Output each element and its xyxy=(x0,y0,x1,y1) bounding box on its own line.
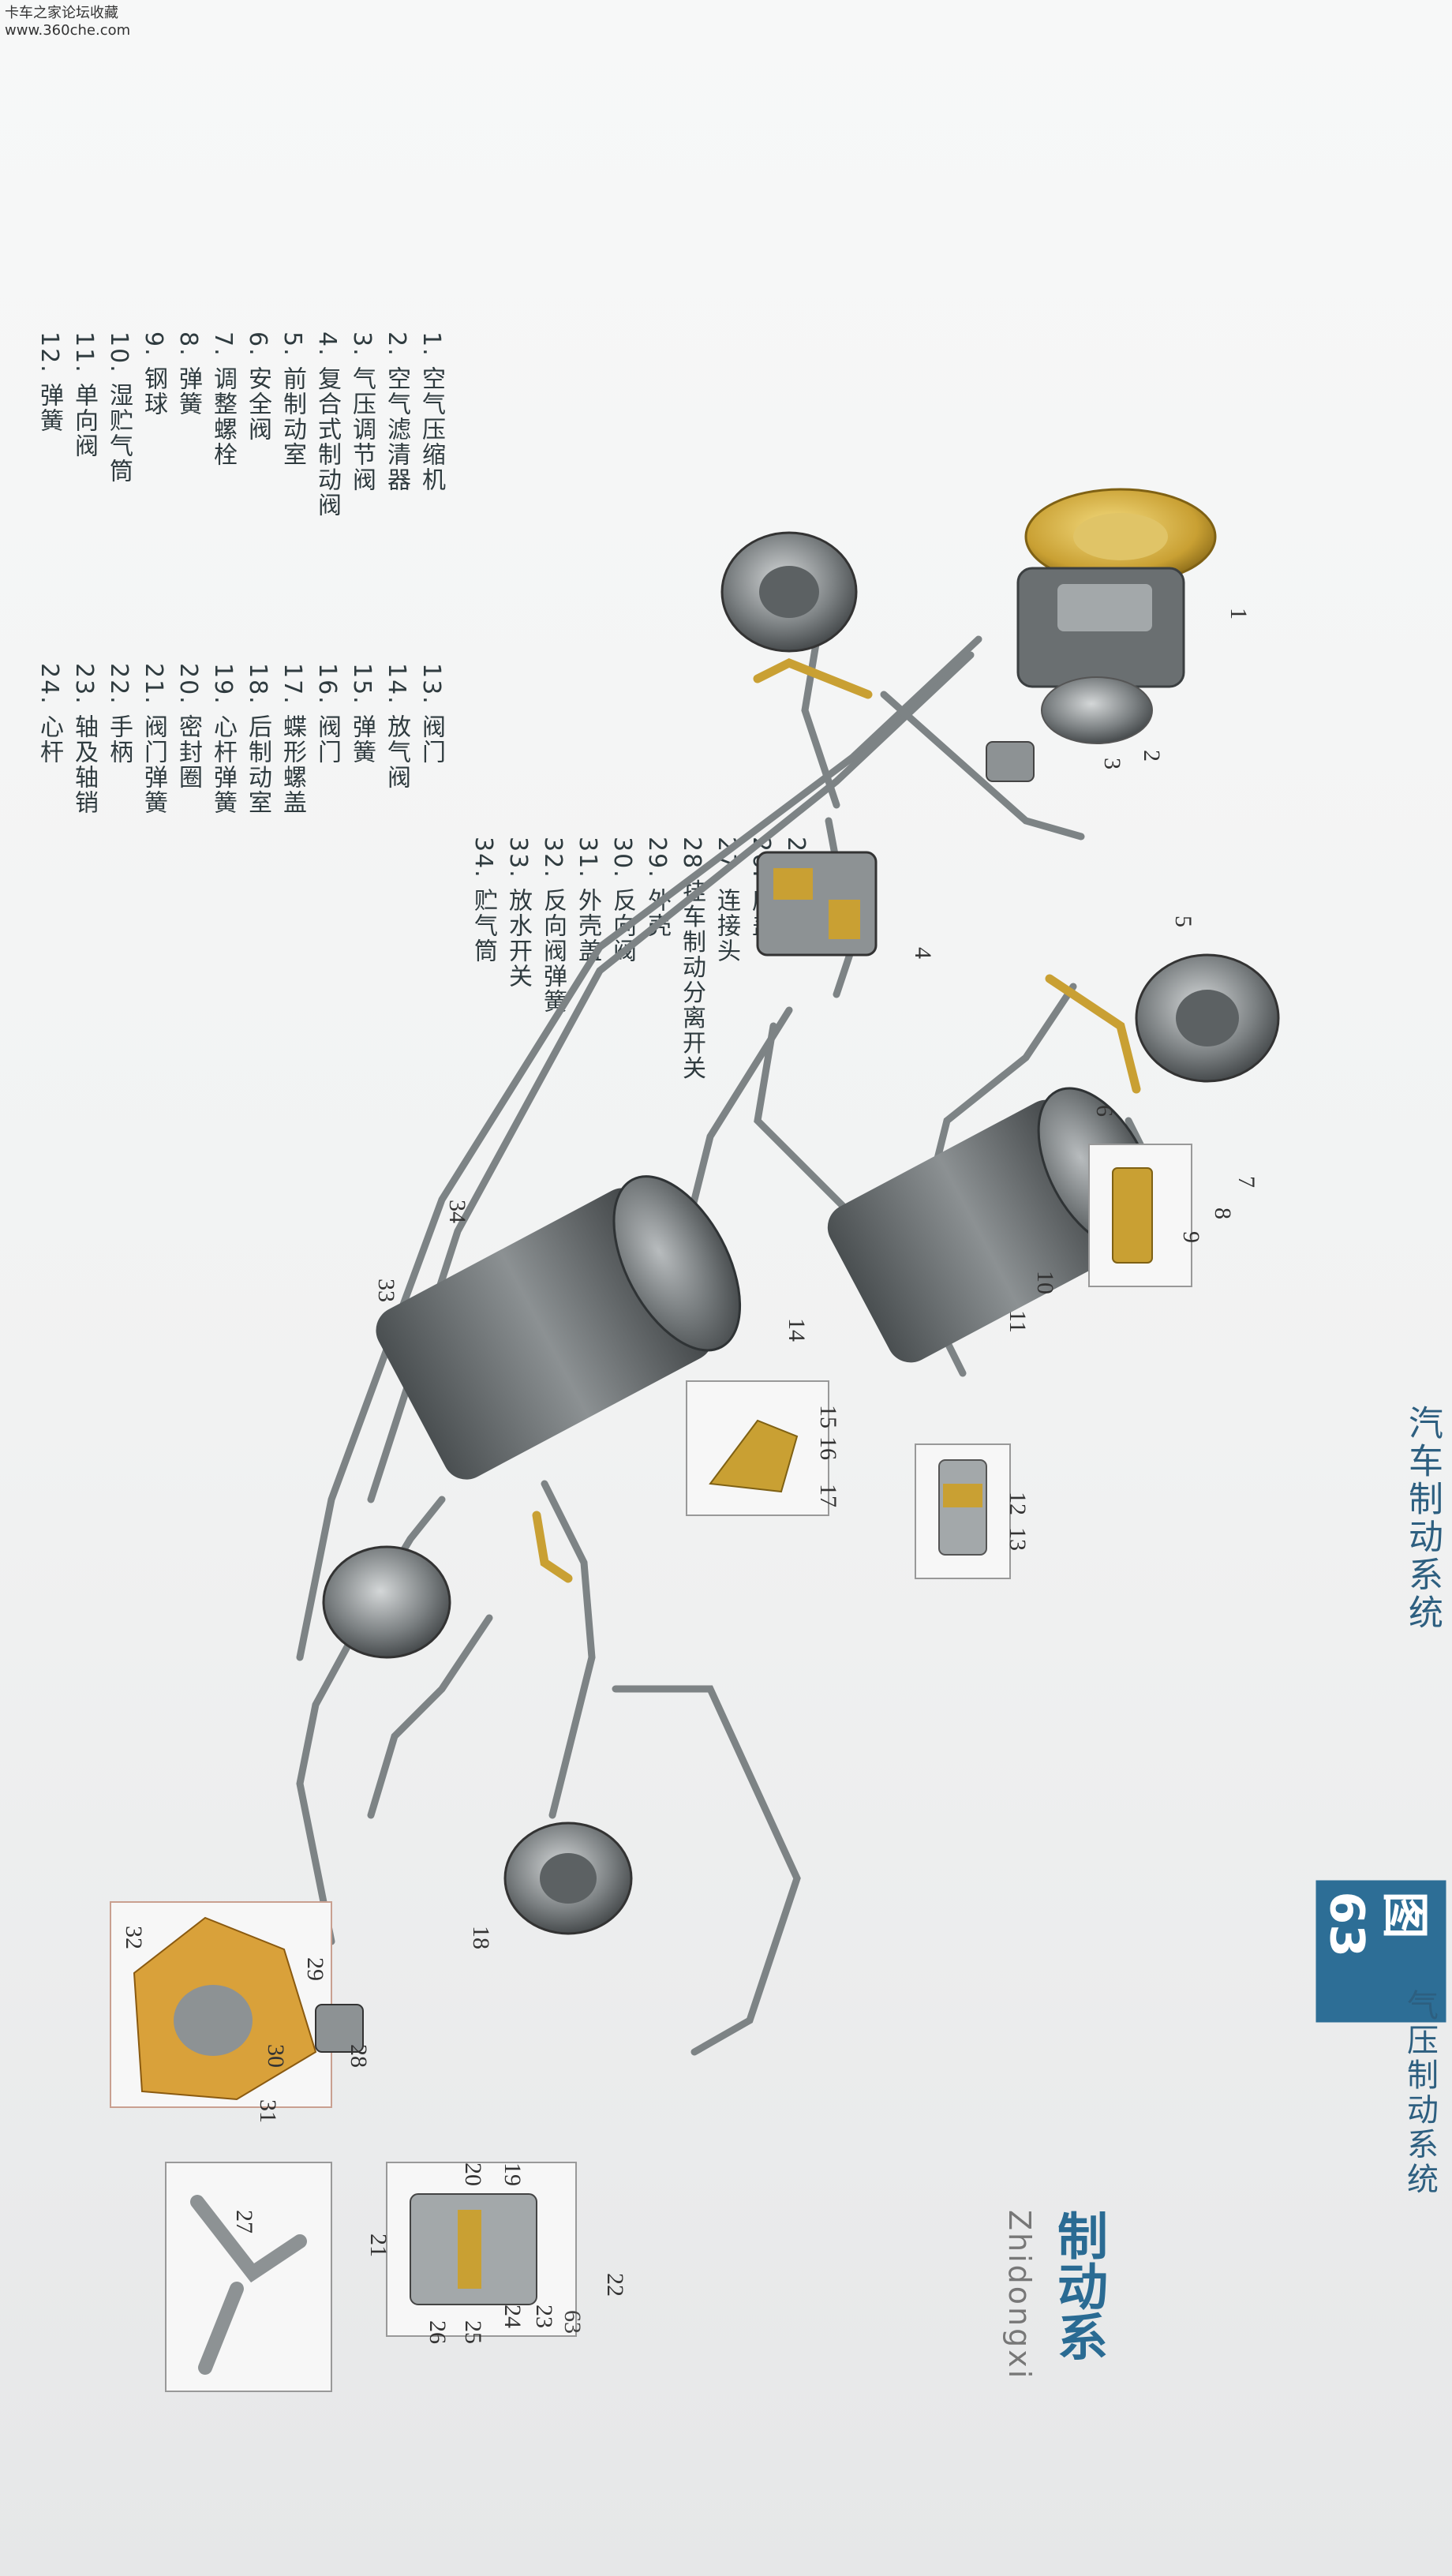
legend-item: 21. 阀门弹簧 xyxy=(140,663,167,816)
pressure-regulator-valve xyxy=(986,741,1035,782)
callout-label: 17 xyxy=(815,1484,841,1507)
legend-item: 6. 安全阀 xyxy=(244,331,271,443)
legend-item: 34. 贮气筒 xyxy=(470,837,497,964)
callout-label: 6 xyxy=(1091,1105,1117,1117)
legend-item: 18. 后制动室 xyxy=(244,663,271,816)
callout-label: 4 xyxy=(910,947,936,959)
callout-label: 30 xyxy=(263,2044,289,2068)
page-number: 63 xyxy=(559,2310,586,2334)
callout-label: 13 xyxy=(1005,1527,1031,1551)
callout-label: 3 xyxy=(1099,758,1125,769)
trailer-brake-switch xyxy=(315,2004,364,2053)
legend-item: 5. 前制动室 xyxy=(279,331,306,468)
callout-label: 21 xyxy=(365,2233,391,2257)
legend-item: 16. 阀门 xyxy=(313,663,341,766)
legend-item: 14. 放气阀 xyxy=(383,663,410,791)
front-brake-chamber-left xyxy=(720,531,858,653)
callout-label: 16 xyxy=(815,1436,841,1460)
legend-item: 2. 空气滤清器 xyxy=(383,331,410,493)
figure-title: 气压制动系统 xyxy=(1401,1989,1438,2197)
watermark-line: 卡车之家论坛收藏 xyxy=(5,5,118,21)
inset-hand-lever xyxy=(165,2162,332,2392)
watermark: 卡车之家论坛收藏 www.360che.com xyxy=(5,5,130,39)
air-reservoir xyxy=(376,1175,742,1480)
inset-reverse-valve xyxy=(110,1901,332,2108)
front-brake-chamber xyxy=(1135,953,1280,1083)
inset-hand-valve xyxy=(386,2162,577,2337)
callout-label: 7 xyxy=(1233,1176,1259,1188)
legend-item: 9. 钢球 xyxy=(140,331,167,417)
combination-brake-valve xyxy=(756,851,878,957)
legend-item: 15. 弹簧 xyxy=(348,663,376,766)
legend-item: 8. 弹簧 xyxy=(174,331,202,417)
callout-label: 31 xyxy=(255,2099,281,2123)
callout-label: 23 xyxy=(531,2305,557,2328)
callout-label: 27 xyxy=(231,2210,257,2233)
callout-label: 9 xyxy=(1178,1231,1204,1243)
chapter-title: 汽车制动系统 xyxy=(1402,1405,1443,1632)
legend-item: 23. 轴及轴销 xyxy=(70,663,98,816)
callout-label: 11 xyxy=(1005,1310,1031,1333)
callout-label: 2 xyxy=(1139,750,1165,762)
air-compressor xyxy=(1016,488,1217,744)
inset-drain-valve xyxy=(686,1380,829,1516)
legend-item: 13. 阀门 xyxy=(417,663,445,766)
legend-item: 4. 复合式制动阀 xyxy=(313,331,341,519)
legend-item: 10. 湿贮气筒 xyxy=(105,331,133,485)
callout-label: 15 xyxy=(815,1405,841,1428)
callout-label: 29 xyxy=(302,1957,328,1981)
watermark-line: www.360che.com xyxy=(5,22,131,39)
callout-label: 18 xyxy=(468,1926,494,1949)
callout-label: 34 xyxy=(444,1200,470,1223)
legend-item: 17. 蝶形螺盖 xyxy=(279,663,306,816)
legend-item: 3. 气压调节阀 xyxy=(348,331,376,493)
callout-label: 25 xyxy=(460,2320,486,2344)
inset-check-valve xyxy=(915,1443,1011,1579)
callout-label: 8 xyxy=(1210,1208,1236,1219)
legend-column-2: 13. 阀门 14. 放气阀 15. 弹簧 16. 阀门 17. 蝶形螺盖 18… xyxy=(32,663,448,1373)
legend-item: 1. 空气压缩机 xyxy=(417,331,445,493)
inset-safety-valve xyxy=(1088,1144,1192,1287)
legend-item: 22. 手柄 xyxy=(105,663,133,766)
callout-label: 24 xyxy=(500,2305,526,2328)
legend-item: 20. 密封圈 xyxy=(174,663,202,791)
legend-item: 24. 心杆 xyxy=(36,663,63,766)
callout-label: 20 xyxy=(460,2162,486,2186)
callout-label: 14 xyxy=(784,1318,810,1342)
legend-item: 11. 单向阀 xyxy=(70,331,98,459)
callout-label: 26 xyxy=(425,2320,451,2344)
rear-brake-chamber xyxy=(322,1545,633,1935)
flex-hoses xyxy=(532,657,1141,1583)
callout-label: 10 xyxy=(1032,1271,1058,1294)
legend-item: 33. 放水开关 xyxy=(504,837,532,990)
callout-label: 1 xyxy=(1226,608,1252,620)
callout-label: 12 xyxy=(1005,1492,1031,1515)
callout-label: 28 xyxy=(346,2044,372,2068)
callout-labels: 1 2 3 4 5 6 7 8 9 10 11 12 13 14 15 16 1… xyxy=(121,608,1259,2344)
legend-column-1: 1. 空气压缩机 2. 空气滤清器 3. 气压调节阀 4. 复合式制动阀 5. … xyxy=(32,331,448,1042)
section-pinyin: Zhidongxi xyxy=(1002,2210,1037,2381)
legend-item: 31. 外壳盖 xyxy=(574,837,601,964)
legend-item: 12. 弹簧 xyxy=(36,331,63,434)
callout-label: 33 xyxy=(373,1279,399,1302)
legend-item: 32. 反向阀弹簧 xyxy=(539,837,567,1015)
legend-item: 7. 调整螺栓 xyxy=(209,331,237,468)
callout-label: 5 xyxy=(1170,915,1196,927)
callout-label: 32 xyxy=(121,1926,147,1949)
callout-label: 19 xyxy=(500,2162,526,2186)
section-title: 制动系 xyxy=(1049,2210,1107,2361)
legend-item: 19. 心杆弹簧 xyxy=(209,663,237,816)
callout-label: 22 xyxy=(602,2273,628,2297)
